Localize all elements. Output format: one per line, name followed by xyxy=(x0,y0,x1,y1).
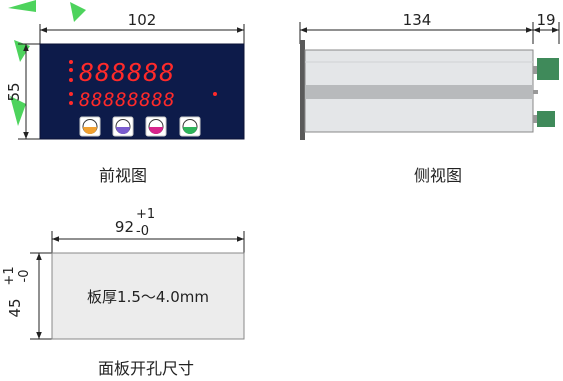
button-2-fill xyxy=(116,127,130,134)
cutout-width-tolerance-minus: -0 xyxy=(136,224,149,239)
front-width-label: 102 xyxy=(128,11,157,29)
terminal-upper-pin xyxy=(533,66,537,74)
cutout-height-tolerance-plus: +1 xyxy=(2,266,17,285)
cutout-height-label: 45 xyxy=(6,298,24,317)
cutout-width-tolerance-plus: +1 xyxy=(136,207,155,222)
side-view-caption: 侧视图 xyxy=(414,166,462,185)
side-length-label: 134 xyxy=(403,11,432,29)
button-2[interactable] xyxy=(112,116,134,137)
front-view-caption: 前视图 xyxy=(99,166,147,185)
front-panel xyxy=(39,43,245,140)
side-terminal-label: 19 xyxy=(536,11,555,29)
terminal-lower-pin xyxy=(533,115,537,123)
cutout-height-tolerance-minus: -0 xyxy=(17,270,32,283)
led-display-row-1: 888888 xyxy=(79,58,175,87)
terminal-upper xyxy=(537,58,559,80)
button-1[interactable] xyxy=(79,116,101,137)
button-4-fill xyxy=(183,127,197,134)
front-buttons xyxy=(79,116,201,137)
cutout-width-label: 92 xyxy=(115,218,134,236)
terminal-middle-pin xyxy=(533,90,538,94)
side-body-stripe xyxy=(305,85,533,99)
button-3-fill xyxy=(149,127,163,134)
panel-thickness-text: 板厚1.5～4.0mm xyxy=(87,288,209,306)
panel-cutout: 92 +1 -0 45 +1 -0 板厚1.5～4.0mm 面板开孔尺寸 xyxy=(2,207,245,378)
button-4[interactable] xyxy=(179,116,201,137)
led-display-row-2: 88888888 xyxy=(79,89,175,111)
side-bezel xyxy=(300,40,305,140)
cutout-caption: 面板开孔尺寸 xyxy=(98,359,194,378)
button-1-fill xyxy=(83,127,97,134)
front-height-label: 55 xyxy=(5,82,23,101)
indicator-dots xyxy=(69,60,217,105)
cutout-rectangle xyxy=(51,252,245,340)
button-3[interactable] xyxy=(145,116,167,137)
terminal-lower xyxy=(537,111,555,127)
side-view: 134 19 侧视图 xyxy=(299,11,560,185)
front-view: 102 55 888888 88888888 xyxy=(5,11,245,185)
